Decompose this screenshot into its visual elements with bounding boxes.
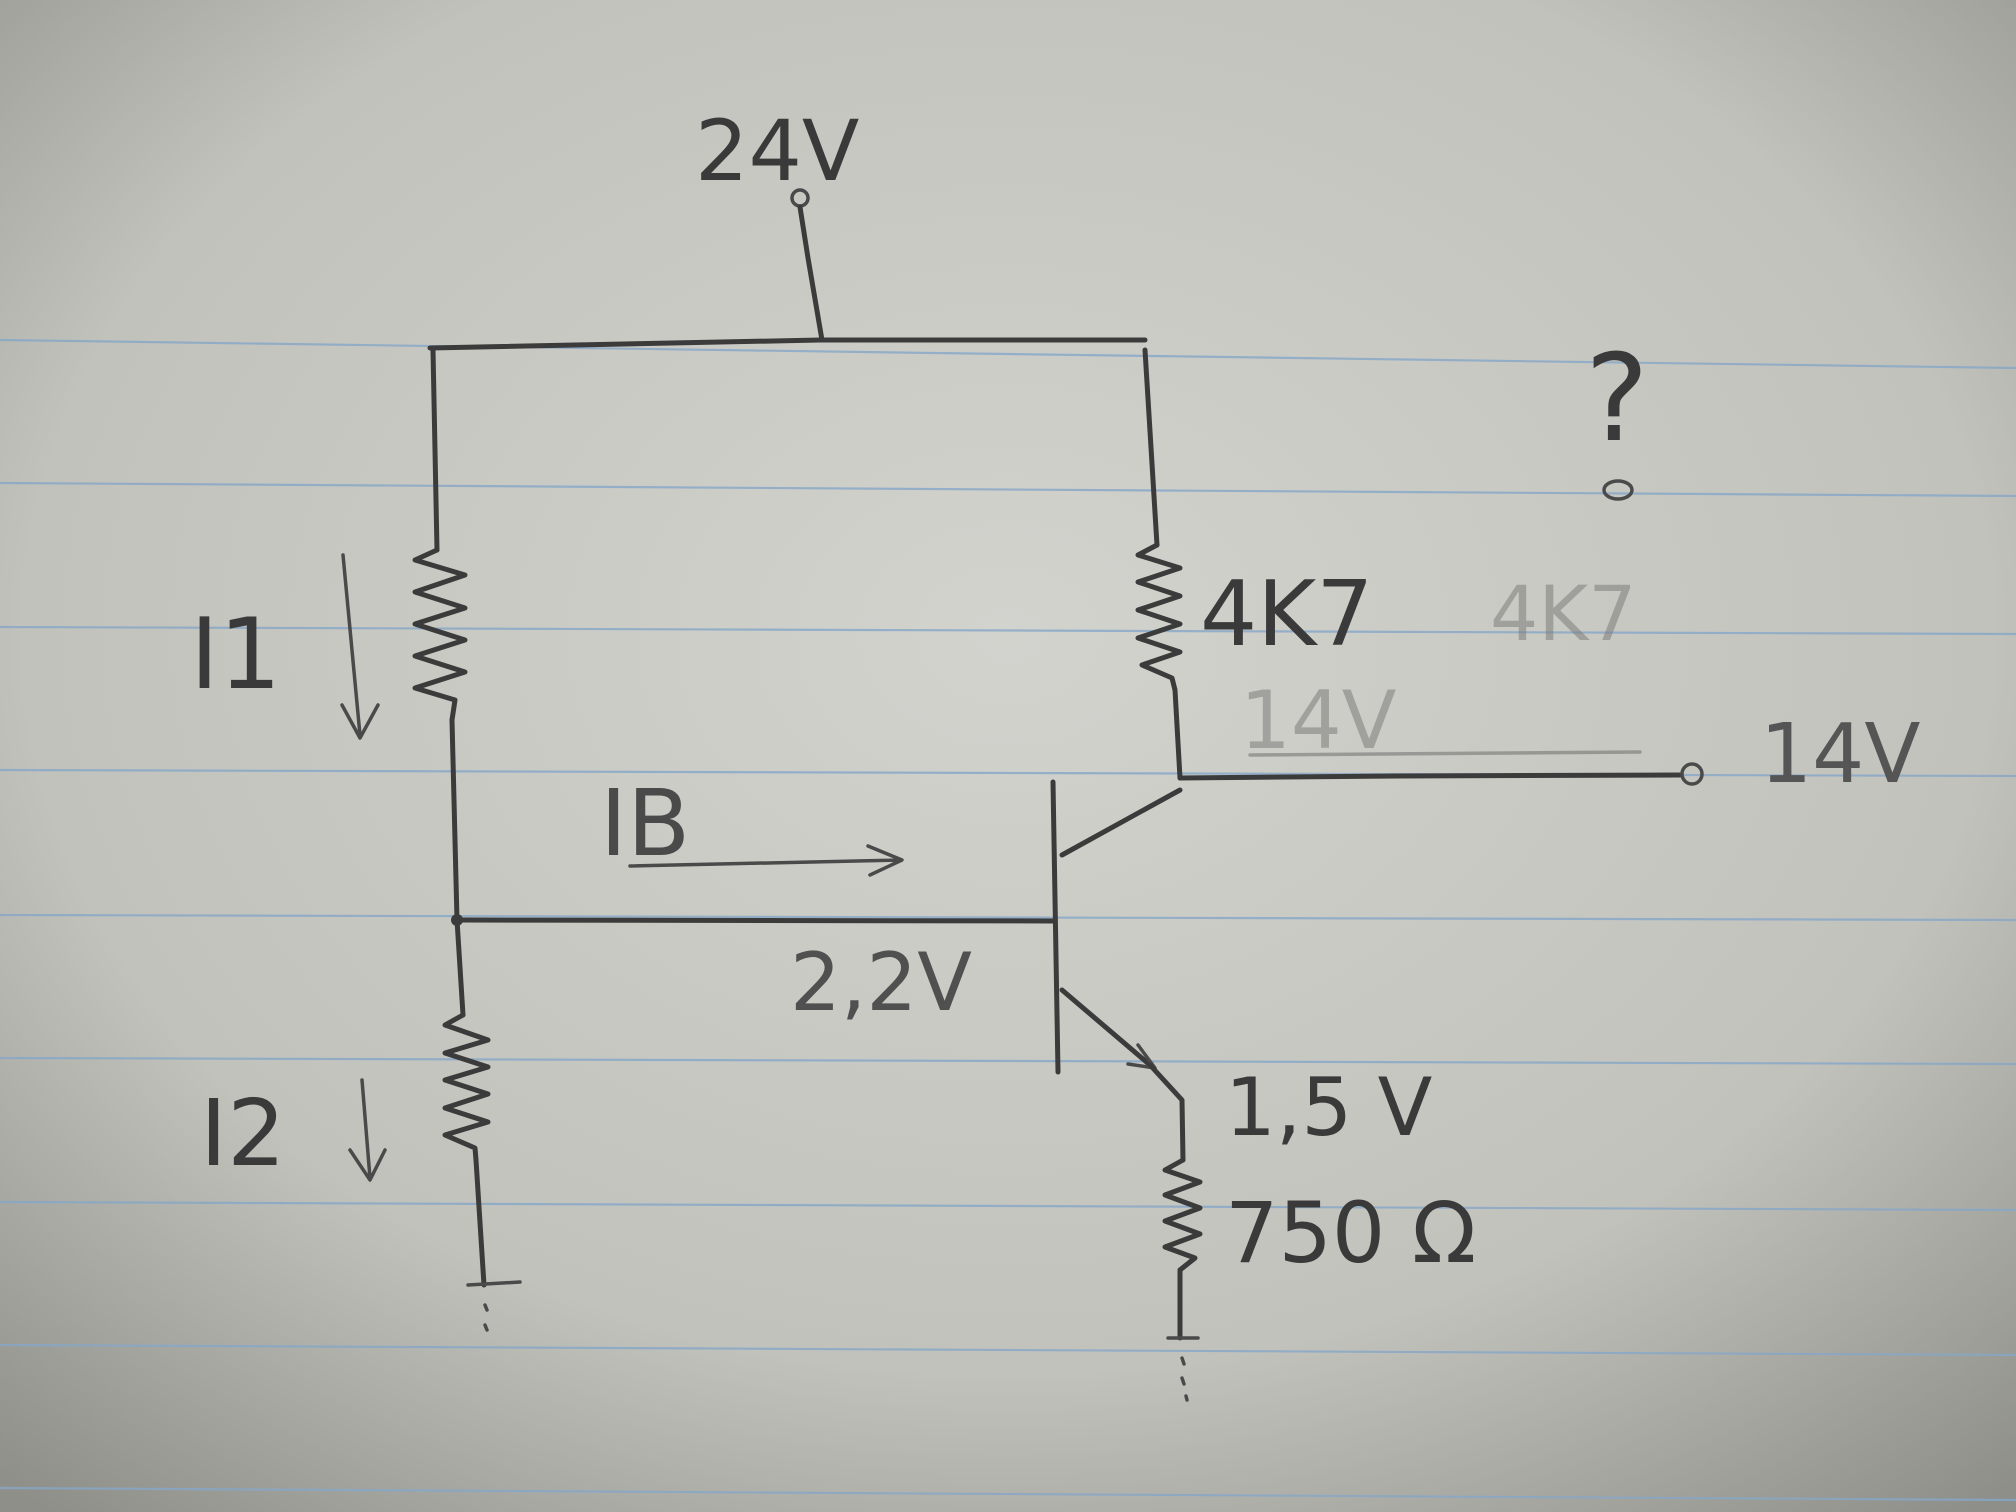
- resistor-rc: [1135, 542, 1183, 693]
- label-emitter-resistor: 750 Ω: [1225, 1184, 1476, 1282]
- label-collector-voltage-faint: 14V: [1240, 674, 1397, 767]
- transistor-collector-leg: [1059, 787, 1183, 858]
- left-branch-wire: [430, 347, 440, 553]
- ground-left: [466, 1280, 522, 1332]
- label-collector-resistor-faint: 4K7: [1490, 569, 1637, 658]
- unknown-terminal: [1602, 479, 1634, 501]
- base-wire: [454, 917, 1058, 924]
- ruled-lines: [0, 338, 2016, 1502]
- left-branch-lower: [454, 917, 466, 1018]
- arrow-i1: [340, 553, 380, 740]
- label-collector-resistor: 4K7: [1200, 562, 1374, 667]
- resistor-r1: [412, 547, 468, 723]
- circuit-schematic: [340, 188, 1704, 1402]
- output-wire: [1177, 772, 1683, 781]
- top-rail: [427, 337, 1148, 351]
- label-base-voltage: 2,2V: [790, 936, 972, 1029]
- supply-lead: [797, 204, 825, 343]
- emitter-wire: [1147, 1062, 1186, 1163]
- output-terminal: [1680, 762, 1704, 786]
- label-supply-voltage: 24V: [695, 102, 859, 200]
- transistor-base-bar: [1050, 779, 1061, 1075]
- label-output-voltage: 14V: [1760, 707, 1920, 802]
- left-branch-mid: [449, 717, 460, 923]
- left-branch-bottom: [473, 1157, 487, 1288]
- ground-right: [1166, 1336, 1200, 1402]
- collector-branch-wire: [1142, 347, 1160, 548]
- arrow-ib: [628, 844, 904, 877]
- resistor-re: [1162, 1157, 1203, 1273]
- transistor-emitter-leg: [1059, 987, 1153, 1068]
- label-emitter-voltage: 1,5 V: [1225, 1061, 1433, 1154]
- label-current-ib: IB: [600, 770, 690, 877]
- arrow-i2: [348, 1078, 387, 1182]
- label-unknown-terminal: ?: [1585, 330, 1649, 469]
- label-current-i1: I1: [190, 598, 281, 712]
- labels: 24V ? 4K7 4K7 14V 14V I1 IB 2,2V I2 1,5 …: [190, 102, 1920, 1282]
- resistor-r2: [442, 1012, 491, 1163]
- label-current-i2: I2: [200, 1080, 286, 1187]
- output-wire-faint: [1248, 750, 1642, 757]
- collector-wire: [1172, 687, 1183, 781]
